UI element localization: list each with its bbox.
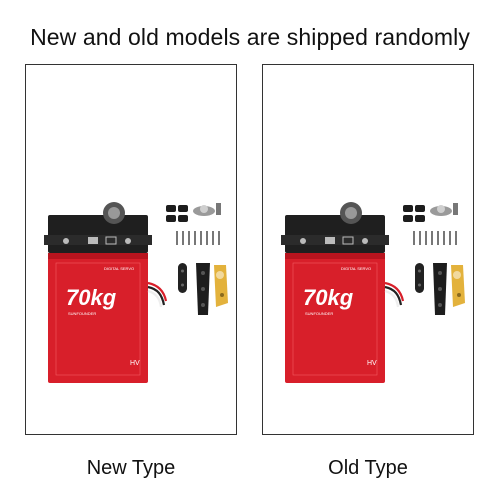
screw-set — [176, 231, 220, 245]
torque-label: 70kg — [66, 285, 117, 310]
caption-new-type: New Type — [86, 457, 176, 479]
model-label: DIGITAL SERVO — [104, 266, 134, 271]
brand-label: SUNFOUNDER — [305, 311, 333, 316]
arm-black-long — [433, 263, 447, 315]
horn-gold — [214, 265, 228, 307]
screw-set — [413, 231, 457, 245]
horn-gold — [451, 265, 465, 307]
model-label: DIGITAL SERVO — [341, 266, 371, 271]
rubber-grommets — [166, 205, 188, 222]
mode-label: HV — [130, 360, 140, 367]
brand-label: SUNFOUNDER — [68, 311, 96, 316]
caption-old-type: Old Type — [328, 457, 408, 479]
servo-body — [44, 202, 152, 383]
product-panel-new: 70kg DIGITAL SERVO SUNFOUNDER HV — [25, 64, 237, 435]
metal-horn-disc — [193, 203, 221, 216]
product-panel-old: 70kg DIGITAL SERVO SUNFOUNDER HV — [262, 64, 474, 435]
rubber-grommets — [403, 205, 425, 222]
metal-horn-disc — [430, 203, 458, 216]
servo-product-image: 70kg DIGITAL SERVO SUNFOUNDER HV — [281, 202, 465, 383]
torque-label: 70kg — [303, 285, 354, 310]
arm-black-long — [196, 263, 210, 315]
arm-black-small — [178, 263, 187, 293]
headline: New and old models are shipped randomly — [30, 24, 470, 50]
servo-body — [281, 202, 389, 383]
servo-cable — [384, 281, 405, 308]
servo-cable — [147, 281, 168, 308]
mode-label: HV — [367, 360, 377, 367]
arm-black-small — [415, 263, 424, 293]
servo-product-image: 70kg DIGITAL SERVO SUNFOUNDER HV — [44, 202, 228, 383]
